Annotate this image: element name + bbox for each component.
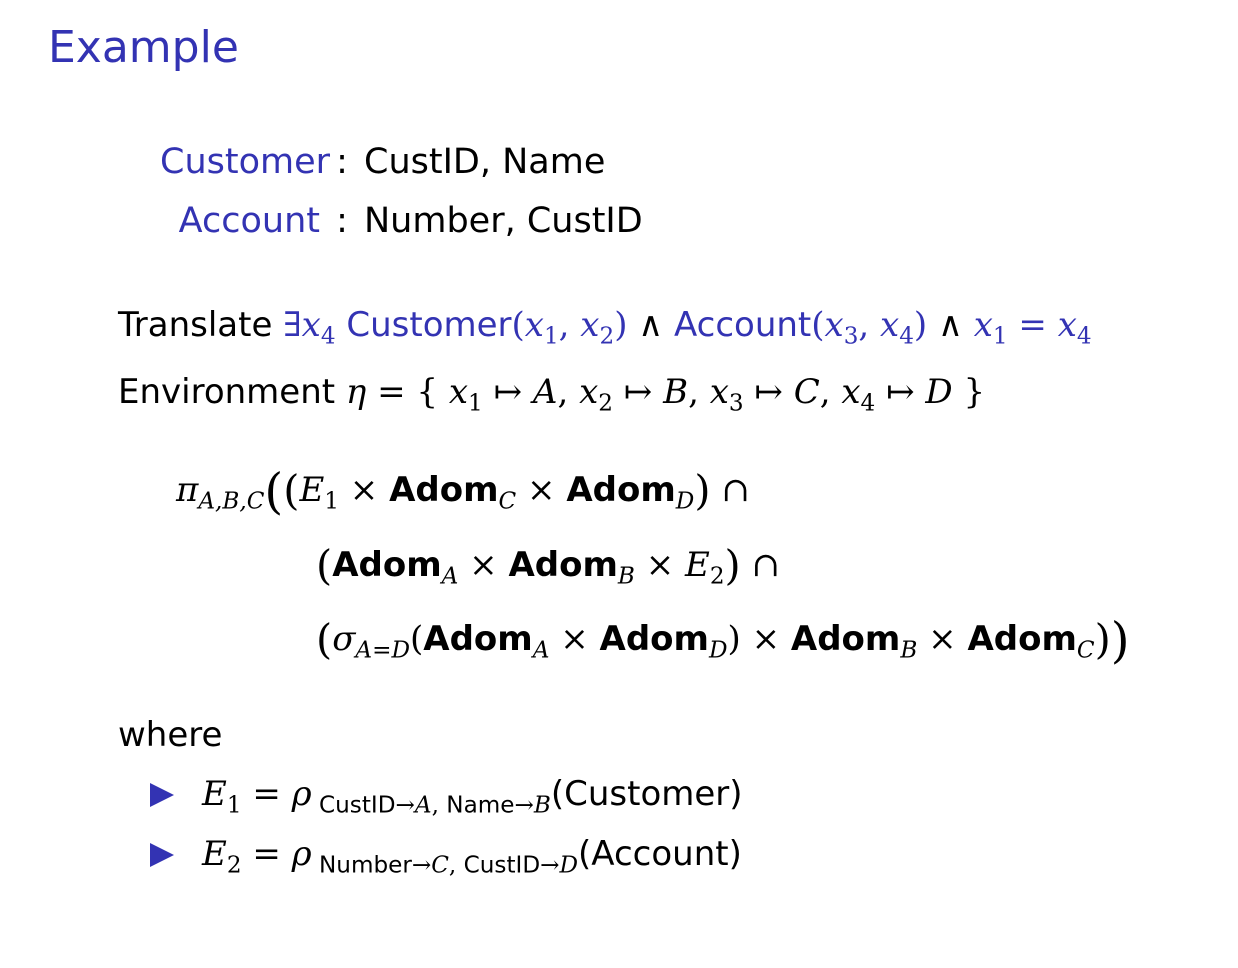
adom-label: Adom [599,619,709,659]
adom-label: Adom [508,545,618,585]
adom-label: Adom [423,619,533,659]
translate-line: Translate ∃x4 Customer(x1, x2) ∧ Account… [118,305,1092,350]
adom-label: Adom [332,545,442,585]
definition-arg: (Customer) [550,774,743,814]
formula-account: Account [673,305,812,345]
relation-name: Customer [160,142,331,182]
schema-row-account: Account: Number, CustID [160,201,643,241]
adom-label: Adom [967,619,1077,659]
environment-line: Environment η = { x1 ↦ A, x2 ↦ B, x3 ↦ C… [118,372,986,417]
translate-label: Translate [118,305,273,345]
where-label: where [118,715,223,755]
environment-label: Environment [118,372,336,412]
algebra-line-1: πA,B,C((E1 × AdomC × AdomD) ∩ [176,463,750,520]
environment-formula: η = { x1 ↦ A, x2 ↦ B, x3 ↦ C, x4 ↦ D } [345,372,986,417]
definition-item: E2 = ρ Number→C, CustID→D(Account) [150,834,742,877]
schema-colon: : [336,142,348,182]
triangle-bullet-icon [150,783,174,807]
rename-attr: Name [446,792,515,819]
definition-arg: (Account) [578,834,742,874]
definition-lhs: E [202,774,227,814]
adom-label: Adom [389,470,499,510]
schema-row-customer: Customer: CustID, Name [160,142,605,182]
relation-attributes: CustID, Name [364,142,606,182]
definition-item: E1 = ρ CustID→A, Name→B(Customer) [150,774,743,817]
translate-formula: ∃x4 Customer(x1, x2) ∧ Account(x3, x4) ∧… [283,305,1092,350]
algebra-line-2: (AdomA × AdomB × E2) ∩ [316,540,781,590]
triangle-bullet-icon [150,843,174,867]
schema-colon: : [336,201,348,241]
adom-label: Adom [566,470,676,510]
algebra-line-3: (σA=D(AdomA × AdomD) × AdomB × AdomC)) [316,612,1130,669]
rename-attr: Number [319,852,412,879]
definition-lhs: E [202,834,227,874]
relation-attributes: Number, CustID [364,201,643,241]
relation-name: Account [178,201,320,241]
slide-title: Example [48,22,239,73]
definition-lhs-sub: 2 [226,852,242,879]
rename-attr: CustID [463,852,541,879]
formula-customer: Customer [346,305,512,345]
rename-attr: CustID [319,792,396,819]
adom-label: Adom [790,619,901,659]
definition-lhs-sub: 1 [226,792,242,819]
